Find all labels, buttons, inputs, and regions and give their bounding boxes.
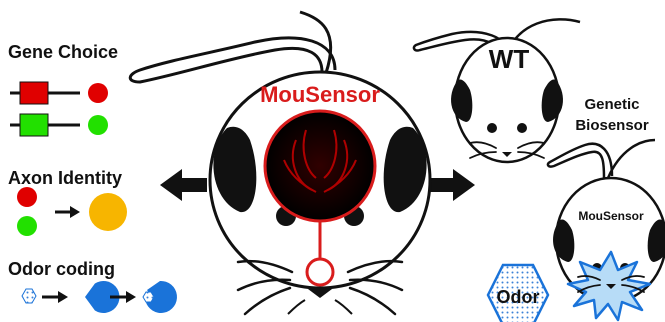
axon-green-dot: [17, 216, 37, 236]
odor-hexagon-small: [22, 289, 36, 303]
wt-mouse: [414, 19, 580, 162]
mouse-snout: [288, 300, 352, 314]
wt-left-eye: [487, 123, 497, 133]
olfactory-zoom-ring: [307, 259, 333, 285]
odor-arrow-head-1: [58, 291, 68, 303]
brain-section-image: [265, 111, 375, 221]
small-mousensor-label: MouSensor: [578, 209, 644, 223]
axon-identity-group: [17, 187, 127, 236]
axon-arrow-head: [70, 206, 80, 218]
axon-red-dot: [17, 187, 37, 207]
odor-label: Odor: [497, 287, 540, 307]
small-mouse-tail-tip: [608, 140, 655, 178]
small-mouse-tail: [548, 144, 612, 178]
axon-identity-label: Axon Identity: [8, 168, 122, 188]
green-gene-block: [20, 114, 48, 136]
odor-arrow-head-2: [126, 291, 136, 303]
main-mouse: [130, 12, 430, 314]
mouse-nose: [308, 289, 332, 298]
left-arrow: [160, 169, 207, 201]
wt-label: WT: [489, 44, 530, 74]
glomerulus-orange-circle: [89, 193, 127, 231]
gene-choice-label: Gene Choice: [8, 42, 118, 62]
odor-coding-group: [22, 281, 177, 313]
small-mousensor-mouse: [548, 140, 665, 320]
biosensor-label: Biosensor: [575, 117, 649, 134]
red-gene-block: [20, 82, 48, 104]
mousensor-title: MouSensor: [260, 82, 380, 107]
genetic-label: Genetic: [584, 96, 639, 113]
odor-coding-label: Odor coding: [8, 259, 115, 279]
gene-choice-group: [10, 82, 108, 136]
right-arrow: [428, 169, 475, 201]
red-receptor-dot: [88, 83, 108, 103]
green-receptor-dot: [88, 115, 108, 135]
wt-right-eye: [517, 123, 527, 133]
bound-odor-hexagon: [143, 292, 154, 302]
